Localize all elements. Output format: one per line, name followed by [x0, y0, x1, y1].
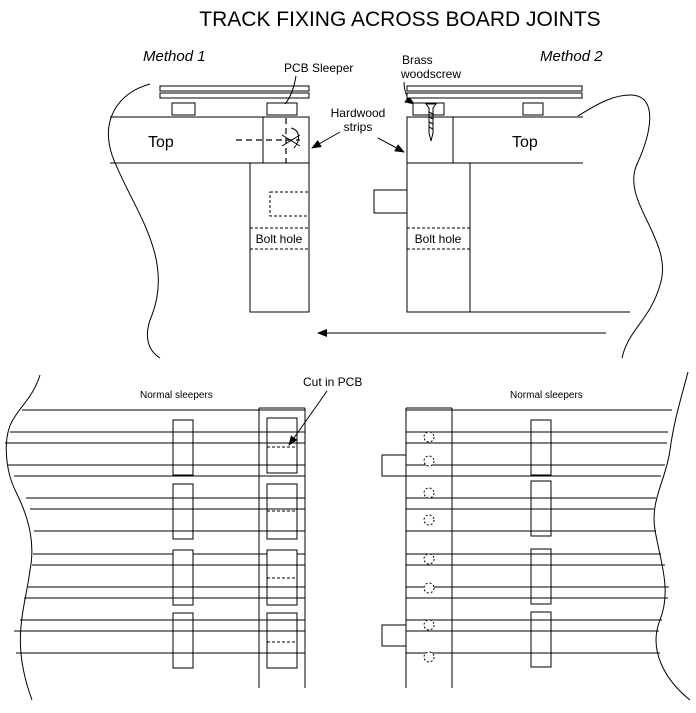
method2-label: Method 2 — [540, 48, 603, 65]
hardwood-label-line2: strips — [344, 120, 373, 134]
woodscrew-circle — [423, 455, 435, 467]
brass-label-line1: Brass — [402, 53, 433, 67]
method1-normal-sleeper — [172, 549, 194, 606]
method2-rail-top — [406, 85, 583, 92]
woodscrew-circle — [423, 582, 435, 594]
method1-top-label: Top — [148, 134, 174, 151]
diagram-title: TRACK FIXING ACROSS BOARD JOINTS — [199, 8, 600, 31]
method1-normal-sleepers-label: Normal sleepers — [140, 390, 213, 401]
method1-board-edge — [107, 83, 161, 359]
method2-screw-positions — [423, 431, 435, 663]
method2-rail-bottom — [406, 92, 583, 99]
method2-top-board — [406, 116, 583, 164]
method2-plan-board-edge — [653, 371, 691, 701]
woodscrew-circle — [423, 431, 435, 443]
brass-label-line2: woodscrew — [400, 67, 461, 81]
pcb-sleeper-label: PCB Sleeper — [284, 61, 353, 75]
woodscrew-circle — [423, 553, 435, 565]
method1-side-view: Method 1 Top Bolt hole PCB Sleeper — [107, 48, 353, 359]
method1-pcb-sleeper — [266, 612, 298, 669]
hardwood-label-line1: Hardwood — [331, 106, 386, 120]
method1-plan-view: Normal sleepers Cut in PCB — [5, 374, 362, 701]
method2-plan-rails-over — [531, 431, 551, 654]
method2-plan-view: Normal sleepers — [381, 371, 691, 701]
method2-sleeper-right — [522, 102, 544, 116]
method2-side-view: Method 2 Brass woodscrew Top Bolt hole — [373, 48, 663, 359]
method1-screw-detail — [281, 127, 301, 149]
method1-bolt-plate — [269, 191, 310, 217]
method2-top-label: Top — [512, 134, 538, 151]
cut-in-pcb-arrow — [288, 390, 328, 446]
method1-normal-sleeper — [172, 612, 194, 669]
woodscrew-circle — [423, 651, 435, 663]
woodscrew-circle — [423, 619, 435, 631]
woodscrew-circle — [423, 514, 435, 526]
method2-plan-bolt-plate — [381, 454, 407, 477]
method2-plan-bolt-plate — [381, 624, 407, 647]
hardwood-arrow-left — [311, 131, 341, 149]
method1-label: Method 1 — [143, 48, 206, 65]
method1-plan-rails-over — [173, 431, 305, 654]
hardwood-annotation: Hardwood strips — [311, 106, 405, 153]
method1-rail-bottom — [159, 92, 310, 99]
pcb-sleeper-leader — [284, 75, 297, 105]
method2-bearer — [406, 162, 471, 313]
woodscrew-thread — [428, 111, 434, 130]
method2-bolt-hole-label: Bolt hole — [415, 232, 462, 246]
method2-board-edge — [577, 94, 663, 359]
method1-rail-top — [159, 85, 310, 92]
method1-plan-board-edge — [5, 374, 41, 701]
hardwood-arrow-right — [377, 137, 405, 153]
cut-in-pcb-label: Cut in PCB — [303, 375, 362, 389]
method1-bolt-hole-label: Bolt hole — [256, 232, 303, 246]
method1-normal-sleeper — [172, 419, 194, 476]
method1-pcb-sleeper — [266, 102, 298, 116]
method1-bearer — [249, 162, 310, 313]
method2-normal-sleeper — [530, 419, 552, 476]
method2-bolt-plate — [373, 189, 408, 214]
method2-normal-sleepers-label: Normal sleepers — [510, 390, 583, 401]
method1-sleeper — [171, 102, 196, 116]
woodscrew-circle — [423, 487, 435, 499]
method2-normal-sleeper — [530, 548, 552, 605]
